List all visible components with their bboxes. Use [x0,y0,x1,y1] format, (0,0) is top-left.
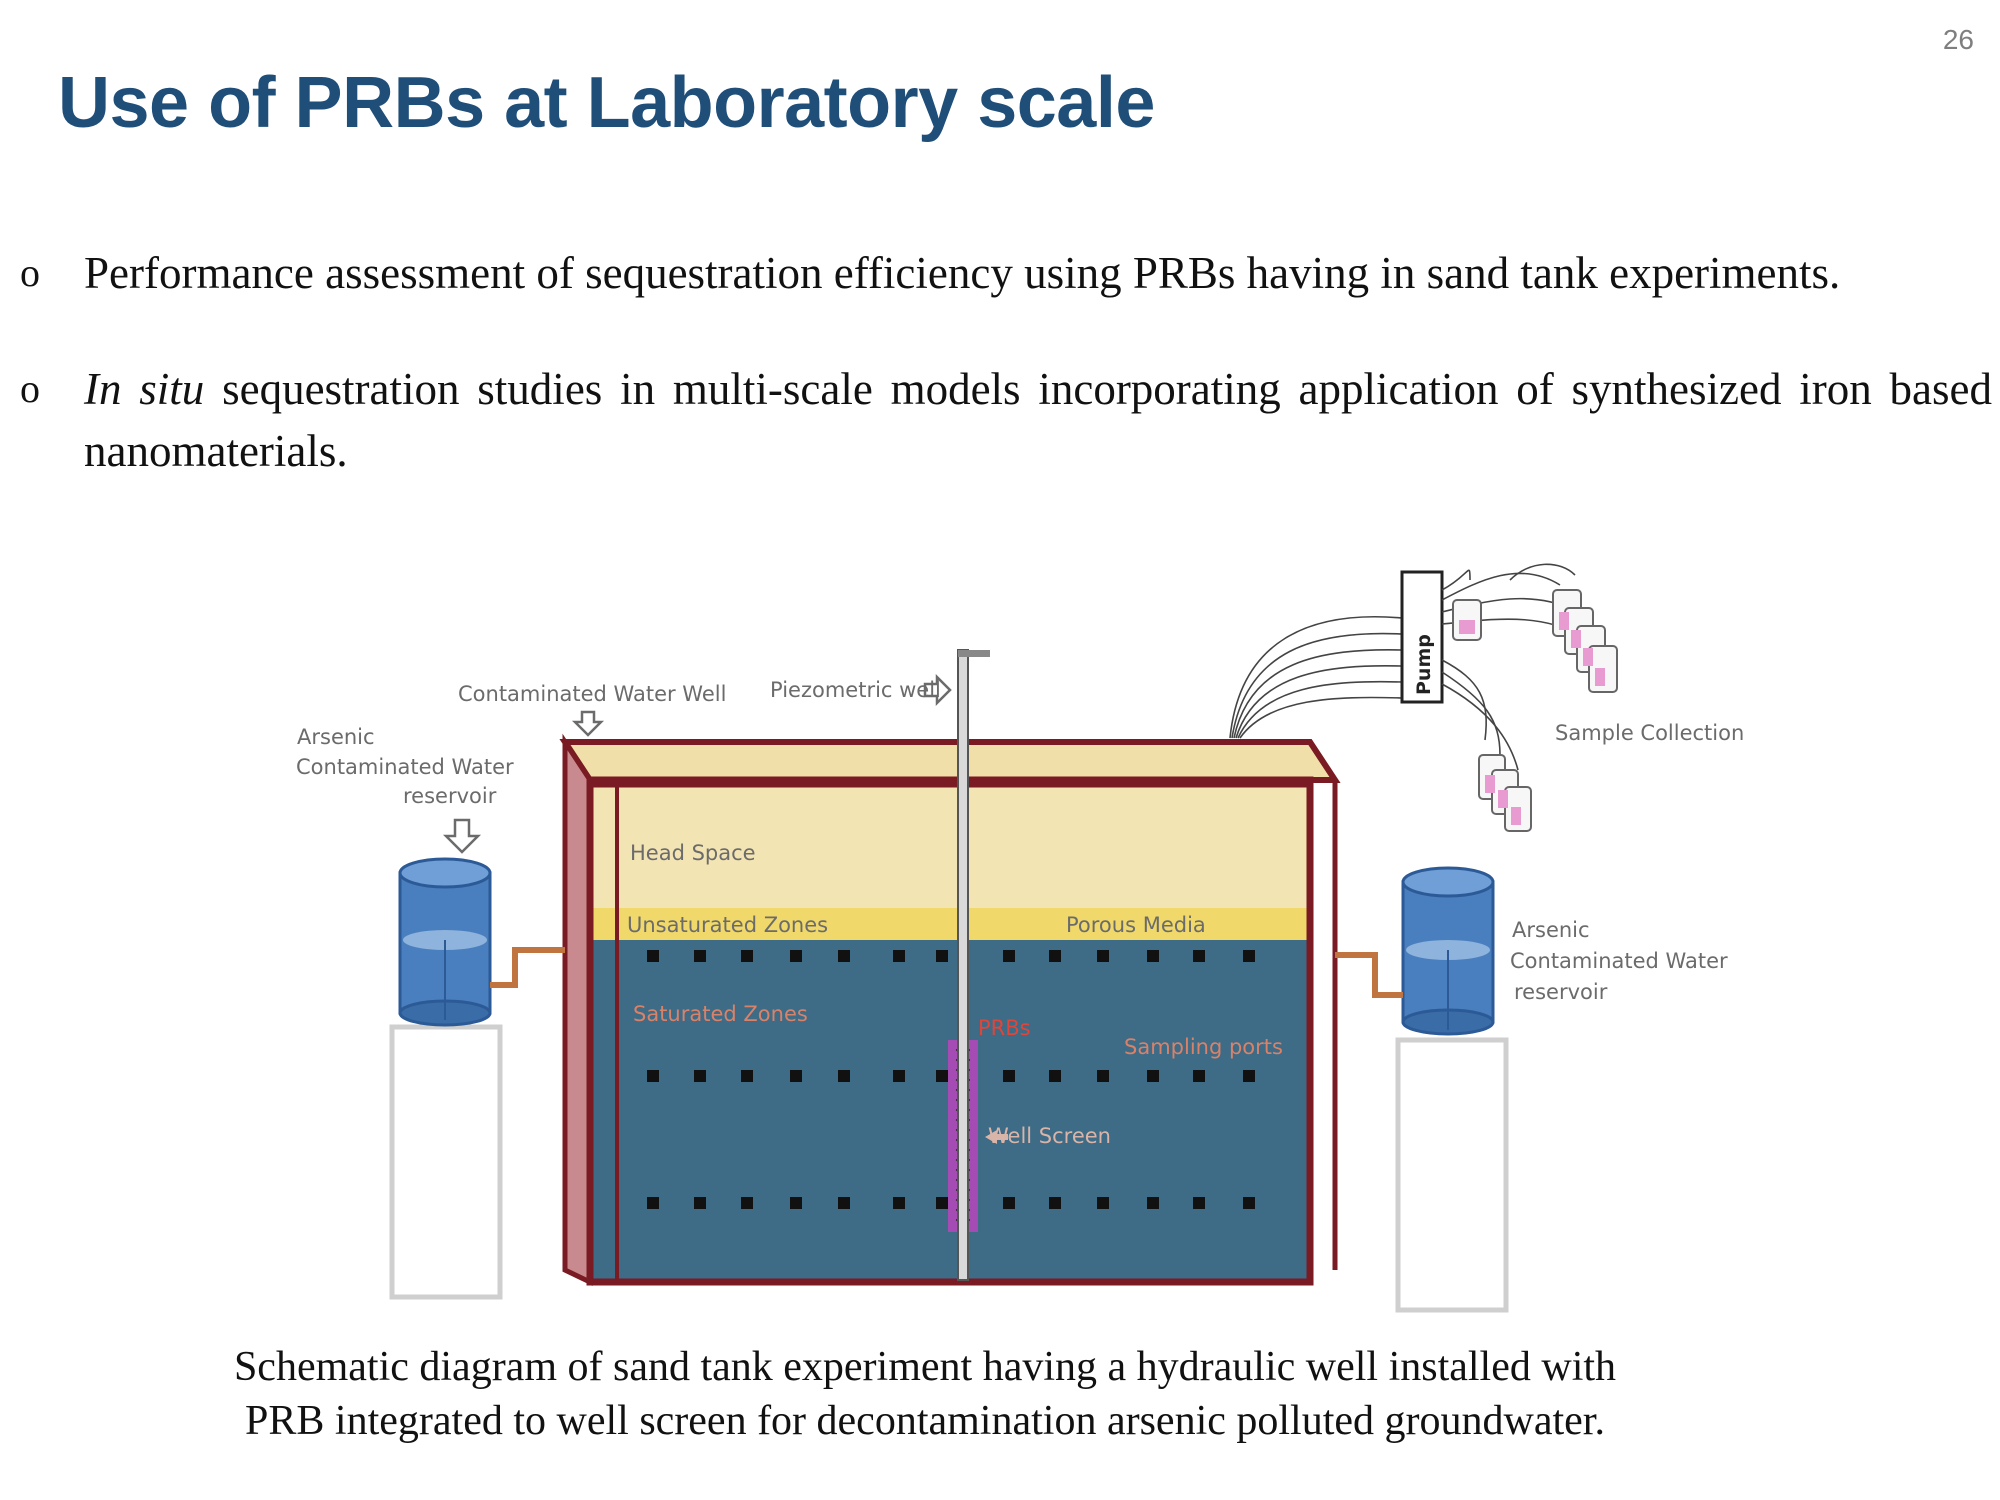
sampling-port [1003,1070,1015,1082]
sampling-port [893,1070,905,1082]
sampling-ports [647,950,1255,1209]
piezometric-well-cap [958,650,990,657]
sampling-port [893,950,905,962]
label-sampling-ports: Sampling ports [1124,1035,1283,1059]
label-arsenic-right-2: Contaminated Water [1510,949,1728,973]
label-arsenic-right-3: reservoir [1514,980,1608,1004]
sampling-port [1003,950,1015,962]
label-piezometric-well: Piezometric well [770,678,941,702]
sampling-port [647,1070,659,1082]
sampling-port [694,950,706,962]
sampling-port [1243,1197,1255,1209]
label-arsenic-left-1: Arsenic [297,725,375,749]
label-prbs: PRBs [978,1016,1031,1040]
sampling-port [694,1197,706,1209]
bullet-item: o Performance assessment of sequestration… [20,242,1992,304]
sampling-port [1193,1197,1205,1209]
sampling-port [1193,950,1205,962]
label-contaminated-water-well: Contaminated Water Well [458,682,726,706]
sampling-port [1049,1070,1061,1082]
page-number: 26 [1942,24,1974,55]
bullet-italic-prefix: In situ [84,364,205,414]
sampling-port [647,950,659,962]
sampling-port [1097,950,1109,962]
left-reservoir [398,857,492,1027]
bullet-marker: o [20,366,40,411]
sampling-port [936,1070,948,1082]
label-porous-media: Porous Media [1066,913,1206,937]
sampling-port [838,1070,850,1082]
sampling-port [1097,1197,1109,1209]
sampling-port [741,1197,753,1209]
label-arsenic-left-2: Contaminated Water [296,755,514,779]
left-stand [389,1024,503,1300]
caption-line-1: Schematic diagram of sand tank experimen… [233,1344,1617,1390]
figure-caption: Schematic diagram of sand tank experimen… [140,1340,1710,1448]
sampling-port [1147,1197,1159,1209]
caption-line-2: PRB integrated to well screen for decont… [245,1398,1605,1444]
sampling-port [1049,950,1061,962]
label-sample-collection: Sample Collection [1555,721,1744,745]
sampling-port [790,950,802,962]
sampling-port [936,1197,948,1209]
label-well-screen: Well Screen [988,1124,1111,1148]
sampling-port [838,950,850,962]
sampling-port [741,1070,753,1082]
sampling-port [893,1197,905,1209]
arrow-left-well-screen-icon [985,1130,1008,1144]
bullet-marker: o [20,250,40,295]
label-saturated-zones: Saturated Zones [633,1002,808,1026]
slide-title: Use of PRBs at Laboratory scale [58,63,1155,143]
left-inlet-pipe [490,947,565,988]
sampling-port [1147,950,1159,962]
sample-bottles [1452,589,1618,832]
sampling-port [790,1070,802,1082]
pump-box [1400,570,1444,704]
right-outlet-pipe [1335,952,1403,998]
bullet-list: o Performance assessment of sequestration… [20,242,1992,536]
sampling-port [1049,1197,1061,1209]
arrow-down-contaminated-well-icon [571,710,605,737]
sampling-port [647,1197,659,1209]
unsaturated-zone [590,908,1310,942]
right-reservoir [1401,866,1495,1036]
sample-bottle-fill [1459,612,1605,825]
tank-top [559,739,1341,783]
label-arsenic-right-1: Arsenic [1512,918,1590,942]
label-arsenic-left-3: reservoir [403,784,497,808]
sampling-port [694,1070,706,1082]
arrow-down-reservoir-icon [442,818,482,854]
head-space-zone [590,780,1310,910]
arrow-right-piezometric-icon [923,673,952,707]
sampling-port [741,950,753,962]
sampling-port [936,950,948,962]
bullet-item: o In situ sequestration studies in multi-… [20,358,1992,482]
tank-left-face [562,733,593,1286]
sampling-port [1193,1070,1205,1082]
tubing-bundle [1229,616,1403,739]
sampling-port [1097,1070,1109,1082]
bullet-text: sequestration studies in multi-scale mod… [84,364,1992,476]
label-pump: Pump [1413,634,1435,695]
label-unsaturated-zones: Unsaturated Zones [627,913,828,937]
bullet-text: Performance assessment of sequestration … [84,248,1841,298]
label-head-space: Head Space [630,841,756,865]
sampling-port [1147,1070,1159,1082]
sampling-port [790,1197,802,1209]
right-stand [1395,1037,1509,1313]
sampling-port [838,1197,850,1209]
sampling-port [1243,1070,1255,1082]
sampling-port [1243,950,1255,962]
piezometric-well-pipe [957,649,969,1281]
sampling-port [1003,1197,1015,1209]
